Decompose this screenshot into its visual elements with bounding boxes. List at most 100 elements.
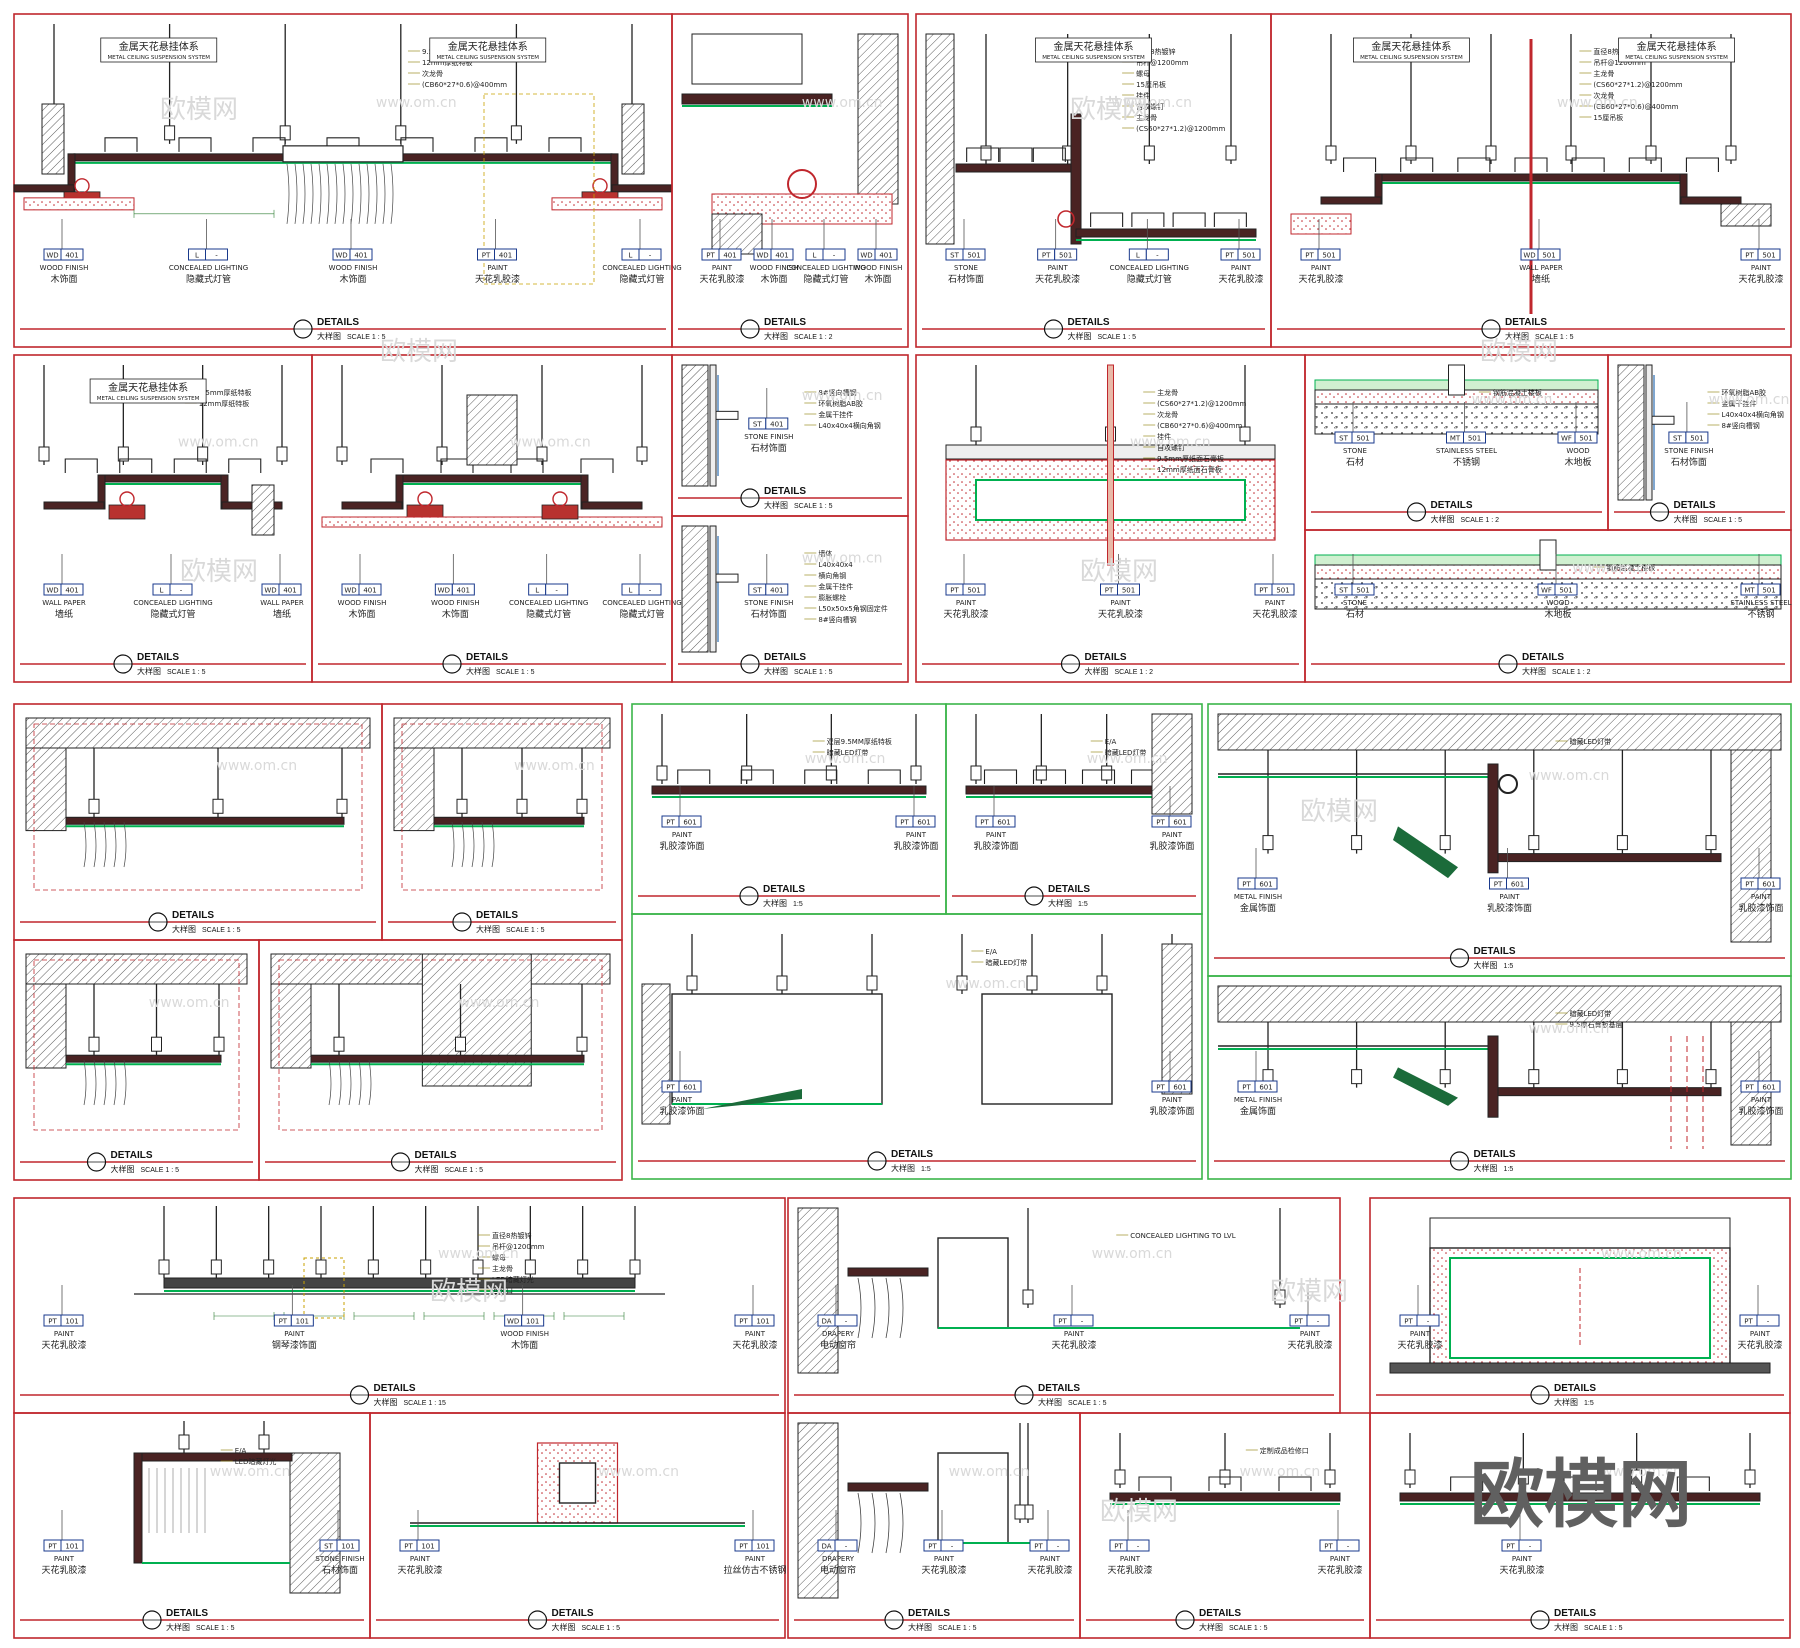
ceiling-board — [955, 163, 1077, 173]
tag-num-box — [1117, 583, 1140, 596]
tag-code: ST — [324, 1543, 333, 1551]
metal-clip — [715, 573, 739, 583]
tag-label-en: PAINT — [745, 1330, 766, 1338]
detail-panel: DA-DRAPERY电动窗帘PT-PAINT天花乳胶漆PT-PAINT天花乳胶漆… — [787, 1412, 1081, 1639]
panel-subtitle: 大样图 — [1674, 514, 1698, 524]
hanger-clip — [333, 1036, 345, 1052]
tag-code: PT — [1225, 252, 1234, 260]
curtain-fold — [871, 1492, 876, 1554]
airflow-line — [318, 163, 322, 224]
panel-title: DETAILS — [1474, 946, 1516, 957]
tag-label-cn: 乳胶漆饰面 — [1487, 902, 1532, 914]
tag-code: PT — [1042, 252, 1051, 260]
hanger-clip — [212, 798, 224, 814]
curtain-fold — [83, 1059, 87, 1106]
tag-label-en: PAINT — [1048, 264, 1069, 272]
hanger-clip — [1114, 1469, 1126, 1485]
hanger-clip — [510, 125, 522, 141]
tag-label-en: WOOD — [1546, 599, 1569, 607]
hanger-clip — [420, 1259, 432, 1275]
ceiling-void — [691, 33, 803, 85]
tag-label-cn: 天花乳胶漆 — [1738, 273, 1783, 285]
tag-label-en: CONCEALED LIGHTING — [1110, 264, 1189, 272]
panel-scale: SCALE 1 : 2 — [1115, 669, 1154, 676]
hanger-clip — [776, 975, 788, 991]
tag-number: 101 — [296, 1318, 309, 1326]
runner-channel — [1563, 1476, 1597, 1491]
panel-scale: SCALE 1 : 5 — [347, 334, 386, 341]
panel-frame — [787, 1197, 1341, 1414]
tag-code: PT — [706, 252, 715, 260]
tag-code: WD — [46, 587, 58, 595]
hatched-wall — [857, 33, 899, 205]
tag-code: PT — [1404, 1318, 1413, 1326]
tag-code: PT — [1745, 1084, 1754, 1092]
annotation-note: 12mm厚纸特板 — [422, 58, 473, 67]
tag-label-cn: 天花乳胶漆 — [1107, 1564, 1152, 1576]
tag-num-box — [358, 583, 382, 596]
annotation-note: E/A — [985, 948, 997, 956]
tag-num-box — [1254, 1080, 1278, 1093]
tag-num-box — [638, 248, 662, 261]
airflow-line — [358, 163, 362, 224]
ceiling-step — [1320, 196, 1382, 205]
tag-label-cn: 天花乳胶漆 — [41, 1564, 86, 1576]
tag-number: 601 — [1259, 1084, 1272, 1092]
tag-code: PT — [482, 252, 491, 260]
panel-scale: SCALE 1 : 5 — [1584, 1625, 1623, 1632]
hanger-clip — [1404, 1469, 1416, 1485]
runner-channel — [548, 137, 582, 152]
panel-subtitle: 大样图 — [137, 666, 161, 676]
tag-code: MT — [1744, 587, 1755, 595]
annotation-note: 横向角钢 — [818, 571, 846, 580]
hanger-clip — [1705, 1069, 1717, 1085]
ceiling-board — [681, 93, 833, 105]
tag-label-en: STONE — [954, 264, 978, 272]
tag-code: DA — [821, 1318, 831, 1326]
tag-label-en: PAINT — [934, 1555, 955, 1563]
stone-panel — [1645, 364, 1653, 501]
system-title-en: METAL CEILING SUSPENSION SYSTEM — [97, 396, 200, 402]
hanger-clip — [151, 1036, 162, 1052]
tag-num-box — [1463, 431, 1486, 444]
site-watermark: www.om.cn — [1087, 751, 1168, 767]
tag-num-box — [60, 583, 84, 596]
steel-edge-strip — [1539, 539, 1557, 571]
annotation-note: 吊杆@1200mm — [492, 1242, 545, 1251]
curtain-fold — [123, 1059, 127, 1106]
runner-channel — [326, 137, 360, 152]
tag-label-cn: 金属饰面 — [1240, 1105, 1276, 1117]
tag-num-box — [451, 583, 475, 596]
tag-number: 401 — [65, 587, 78, 595]
tag-num-box — [874, 248, 898, 261]
light-cove — [1393, 826, 1458, 879]
tag-label-en: PAINT — [1040, 1555, 1061, 1563]
panel-scale: SCALE 1 : 5 — [1068, 1400, 1107, 1407]
hanger-clip — [258, 1434, 270, 1450]
tag-code: WD — [507, 1318, 519, 1326]
tag-num-box — [1336, 1539, 1360, 1552]
runner-channel — [677, 769, 711, 784]
panel-scale: 1:5 — [1504, 963, 1514, 970]
ceiling-board — [1399, 1492, 1761, 1502]
tag-num-box — [1351, 431, 1375, 444]
tag-num-box — [1757, 1080, 1781, 1093]
annotation-note: (CS60*27*1.2)@1200mm — [1136, 125, 1225, 133]
runner-channel — [440, 458, 474, 473]
tag-number: - — [845, 1318, 848, 1326]
curtain-fold — [103, 1059, 107, 1106]
hanger-clip — [741, 765, 753, 781]
hanger-clip — [472, 1259, 484, 1275]
tag-num-box — [1756, 1314, 1780, 1327]
panel-title: DETAILS — [908, 1608, 950, 1619]
tag-number: 501 — [1322, 252, 1335, 260]
concrete-slab — [1217, 985, 1782, 1023]
